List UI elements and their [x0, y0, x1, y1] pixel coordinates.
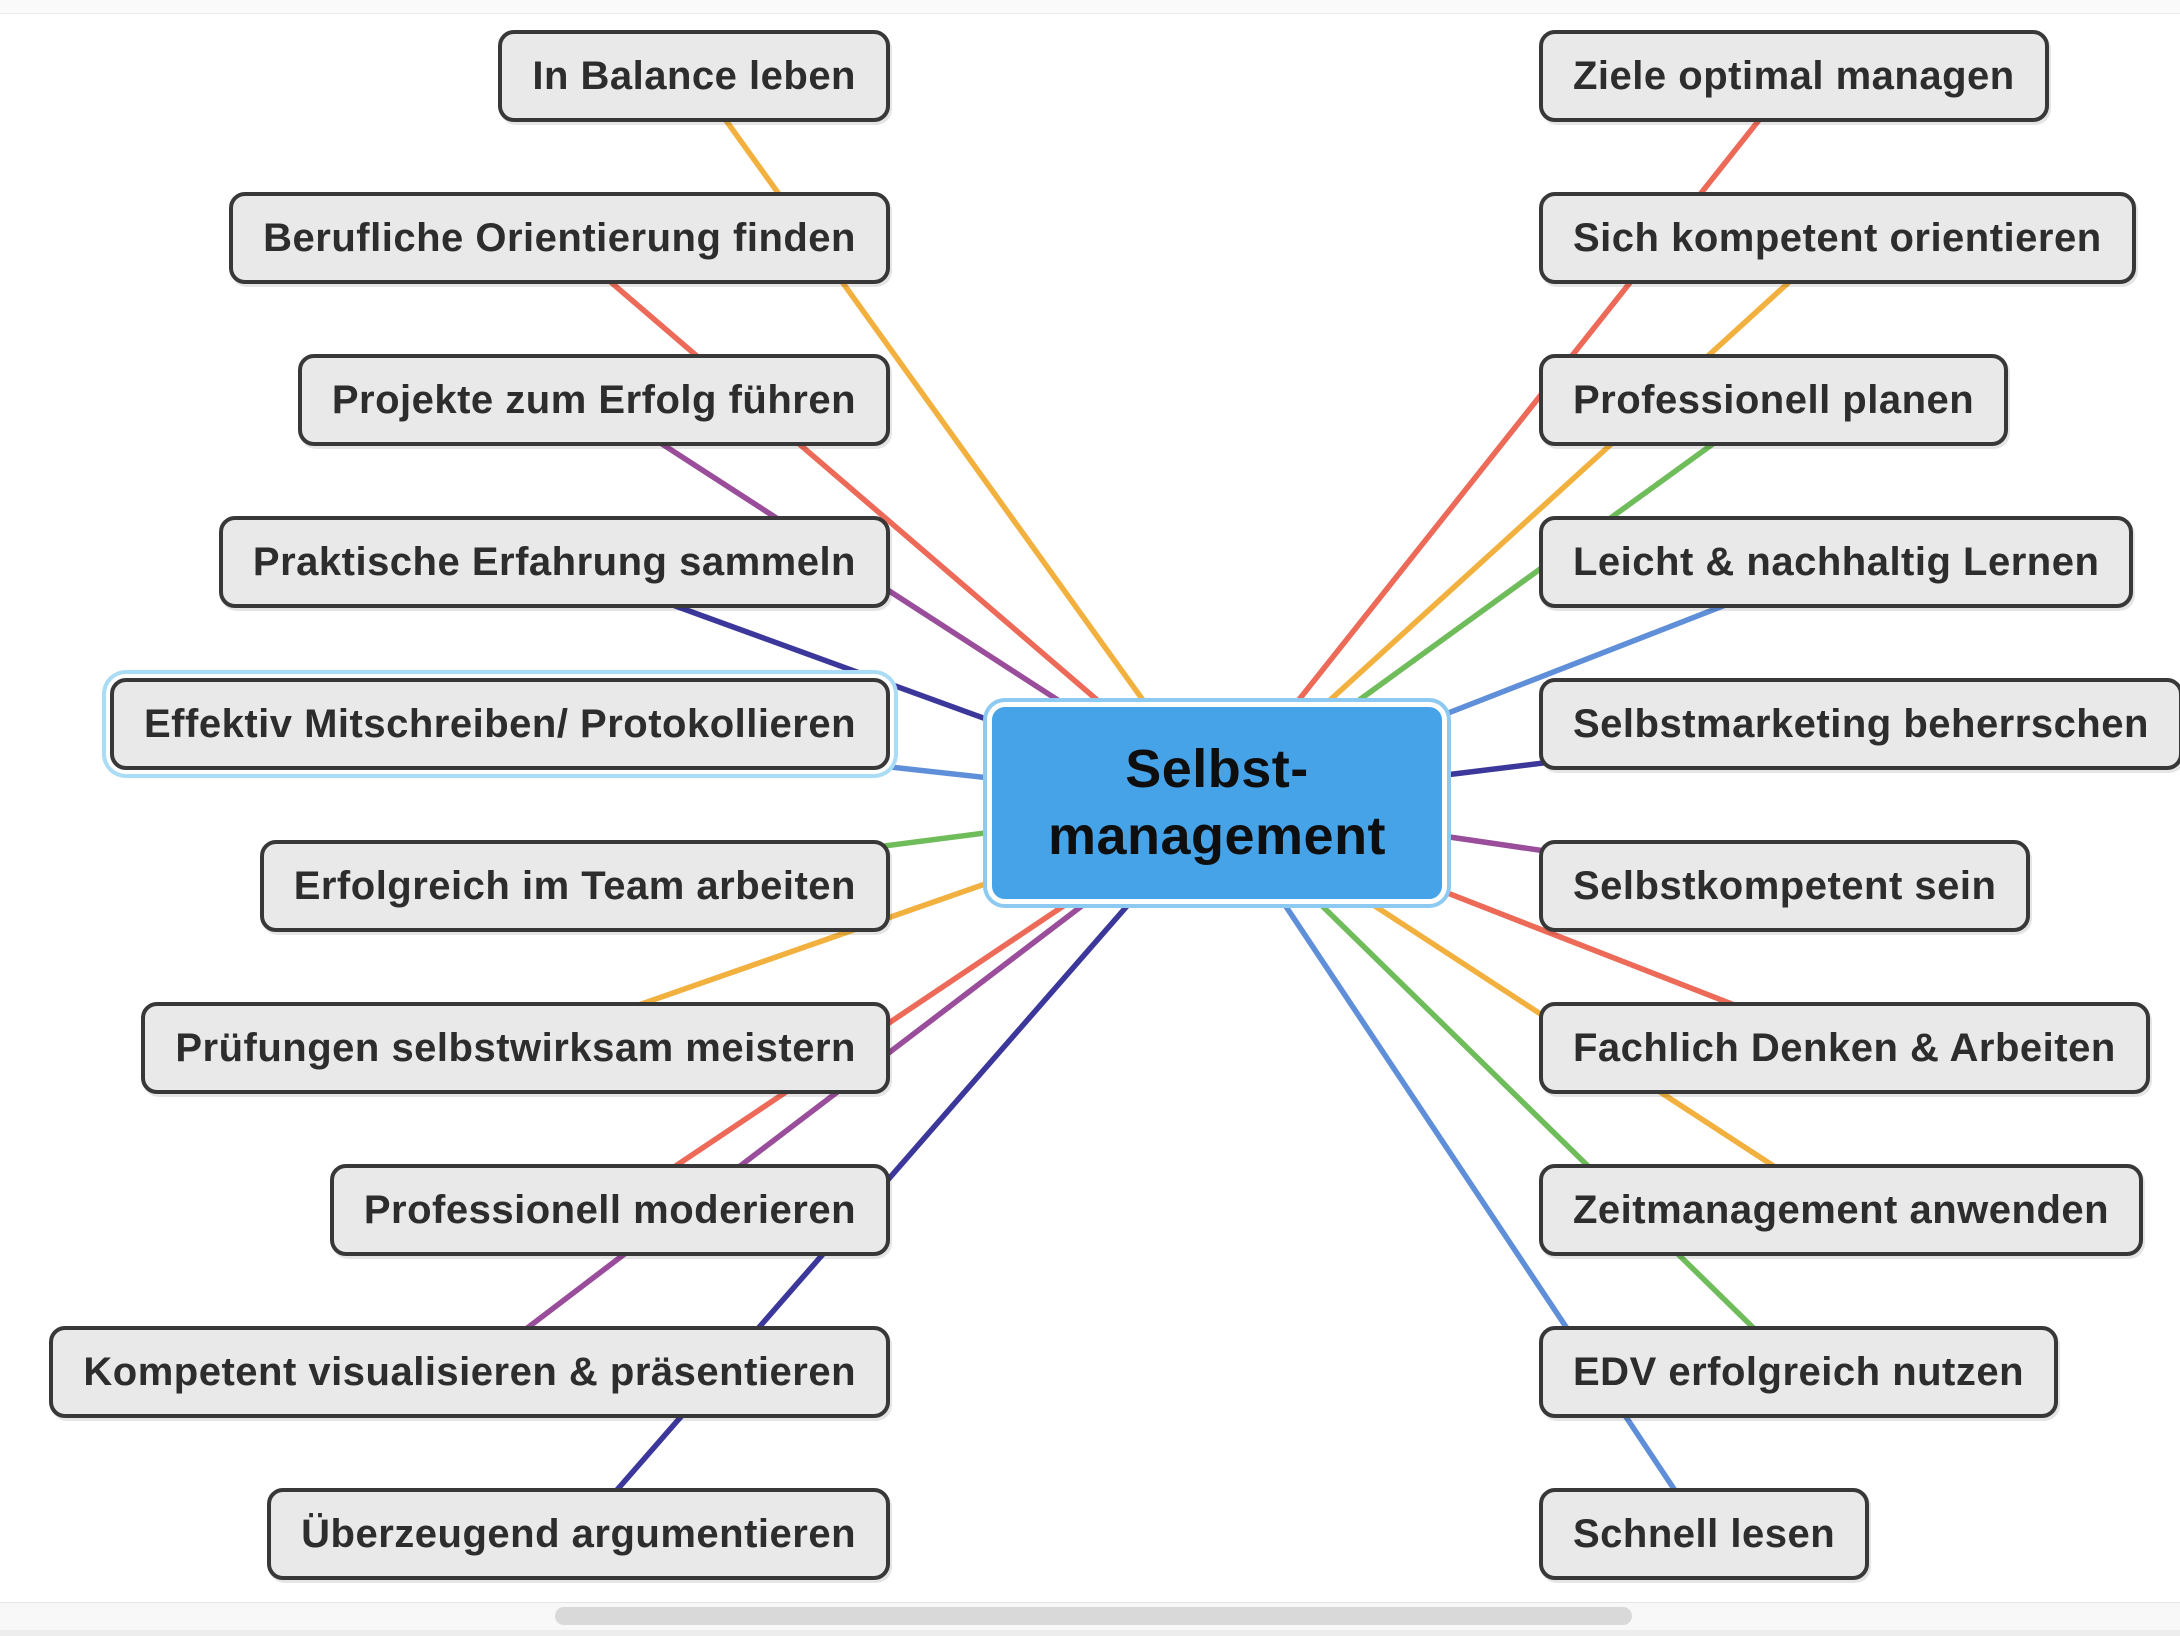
mindmap-node[interactable]: Berufliche Orientierung finden: [229, 192, 890, 284]
mindmap-node-label: Projekte zum Erfolg führen: [331, 377, 856, 422]
mindmap-node[interactable]: Selbstmarketing beherrschen: [1539, 678, 2180, 770]
mindmap-node[interactable]: Fachlich Denken & Arbeiten: [1539, 1002, 2150, 1094]
central-node[interactable]: Selbst- management: [987, 702, 1447, 904]
mindmap-node-label: Selbstkompetent sein: [1573, 863, 1997, 908]
mindmap-node[interactable]: Erfolgreich im Team arbeiten: [259, 840, 890, 932]
mindmap-node-label: Professionell moderieren: [363, 1187, 856, 1232]
bottom-edge: [0, 1630, 2180, 1636]
mindmap-node-label: Praktische Erfahrung sammeln: [252, 539, 856, 584]
mindmap-node-label: Berufliche Orientierung finden: [263, 215, 856, 260]
mindmap-node[interactable]: Ziele optimal managen: [1539, 30, 2049, 122]
mindmap-node[interactable]: Schnell lesen: [1539, 1488, 1870, 1580]
mindmap-node-label: In Balance leben: [532, 53, 856, 98]
mindmap-node[interactable]: Leicht & nachhaltig Lernen: [1539, 516, 2134, 608]
mindmap-node-label: Fachlich Denken & Arbeiten: [1573, 1025, 2116, 1070]
top-bar: [0, 0, 2180, 14]
mindmap-node-label: Überzeugend argumentieren: [301, 1511, 856, 1556]
mindmap-node-label: EDV erfolgreich nutzen: [1573, 1349, 2025, 1394]
mindmap-node-label: Professionell planen: [1573, 377, 1975, 422]
mindmap-node-label: Zeitmanagement anwenden: [1573, 1187, 2110, 1232]
mindmap-node[interactable]: Professionell moderieren: [329, 1164, 890, 1256]
mindmap-node-label: Schnell lesen: [1573, 1511, 1836, 1556]
mindmap-node[interactable]: Professionell planen: [1539, 354, 2009, 446]
mindmap-node-label: Effektiv Mitschreiben/ Protokollieren: [144, 701, 856, 746]
mindmap-node-label: Prüfungen selbstwirksam meistern: [175, 1025, 856, 1070]
mindmap-node[interactable]: Überzeugend argumentieren: [267, 1488, 890, 1580]
mindmap-node-label: Erfolgreich im Team arbeiten: [293, 863, 856, 908]
central-node-label-line1: Selbst-: [1125, 738, 1309, 799]
mindmap-node[interactable]: Kompetent visualisieren & präsentieren: [49, 1326, 890, 1418]
mindmap-node-label: Ziele optimal managen: [1573, 53, 2015, 98]
mindmap-node[interactable]: Praktische Erfahrung sammeln: [218, 516, 890, 608]
mindmap-node[interactable]: EDV erfolgreich nutzen: [1539, 1326, 2059, 1418]
mindmap-node[interactable]: Effektiv Mitschreiben/ Protokollieren: [110, 678, 890, 770]
mindmap-node[interactable]: Sich kompetent orientieren: [1539, 192, 2136, 284]
mindmap-node-label: Kompetent visualisieren & präsentieren: [83, 1349, 856, 1394]
central-node-label-line2: management: [1047, 806, 1387, 866]
mindmap-node-label: Sich kompetent orientieren: [1573, 215, 2102, 260]
mindmap-node-label: Leicht & nachhaltig Lernen: [1573, 539, 2100, 584]
horizontal-scrollbar[interactable]: [0, 1602, 2180, 1630]
mindmap-node[interactable]: Selbstkompetent sein: [1539, 840, 2031, 932]
horizontal-scrollbar-thumb[interactable]: [555, 1607, 1632, 1625]
mindmap-node[interactable]: In Balance leben: [498, 30, 890, 122]
mindmap-node[interactable]: Zeitmanagement anwenden: [1539, 1164, 2144, 1256]
mindmap-node[interactable]: Prüfungen selbstwirksam meistern: [141, 1002, 890, 1094]
mindmap-node-label: Selbstmarketing beherrschen: [1573, 701, 2149, 746]
mindmap-node[interactable]: Projekte zum Erfolg führen: [297, 354, 890, 446]
